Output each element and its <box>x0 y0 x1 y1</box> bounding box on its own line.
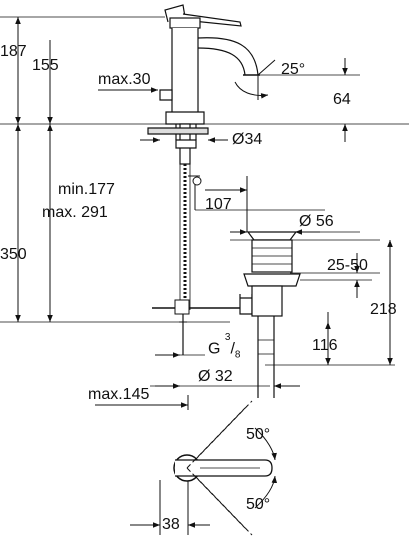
plan-view <box>173 400 278 536</box>
dim-lever-angle-top: 50° <box>246 426 271 443</box>
dim-max-30: max.30 <box>98 71 151 88</box>
vertical-dimensions <box>15 17 393 365</box>
dim-spout-projection: 64 <box>333 91 351 108</box>
dim-waste-diameter: Ø 56 <box>299 213 334 230</box>
dim-swivel-angle: 25° <box>281 61 306 78</box>
dim-waste-218: 218 <box>370 301 397 318</box>
swivel-angle-mark <box>234 59 276 100</box>
horizontal-dimensions <box>95 87 320 535</box>
faucet-body <box>147 4 260 165</box>
dim-max-145: max.145 <box>88 386 150 403</box>
dim-overall-350: 350 <box>0 246 27 263</box>
dim-pipe-diameter: Ø 32 <box>198 368 233 385</box>
dim-total-height: 187 <box>0 43 27 60</box>
dim-spout-height: 155 <box>32 57 59 74</box>
dim-base-38: 38 <box>162 516 180 533</box>
dim-lever-angle-bottom: 50° <box>246 496 271 513</box>
dim-thread-size: G 3/8 <box>208 332 241 361</box>
waste-assembly <box>239 231 301 398</box>
dim-min-height: min.177 <box>58 181 115 198</box>
dim-waste-range: 25-50 <box>327 257 368 274</box>
hose-and-rod <box>152 164 240 355</box>
dim-pipe-116: 116 <box>312 337 338 354</box>
dim-offset-107: 107 <box>205 196 232 213</box>
dim-shank-diameter: Ø34 <box>232 131 263 148</box>
dim-max-height: max. 291 <box>42 204 108 221</box>
